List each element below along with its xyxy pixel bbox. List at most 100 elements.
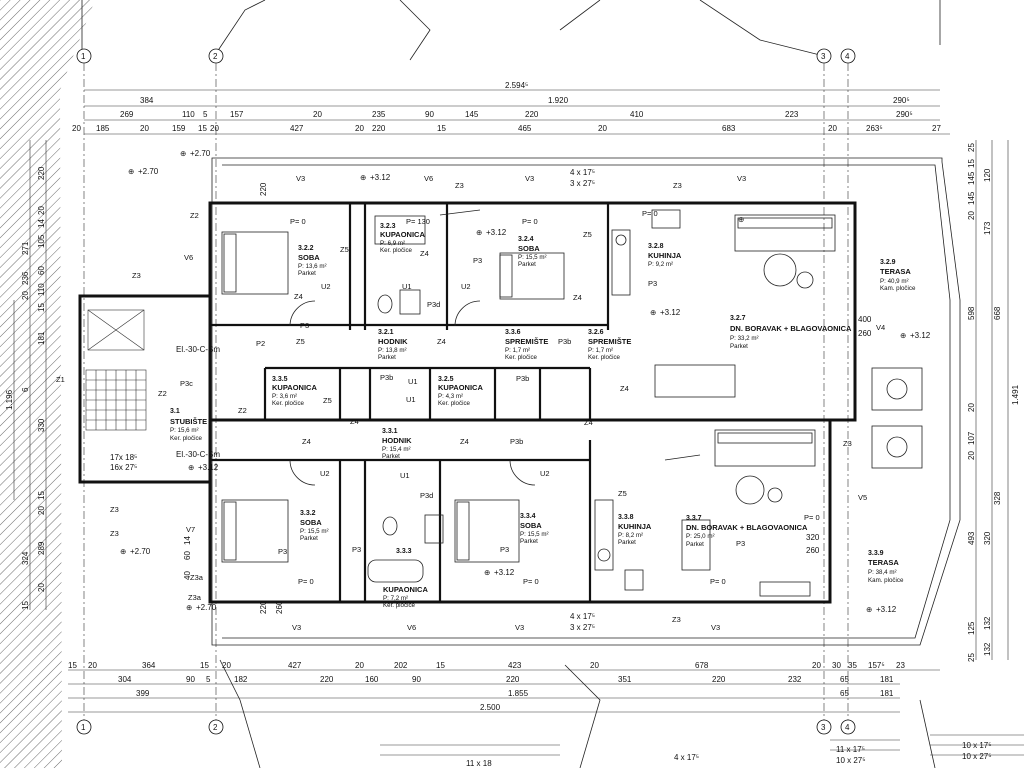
svg-text:220: 220 xyxy=(259,600,268,614)
svg-text:27: 27 xyxy=(932,124,941,133)
terrain-line-top-2 xyxy=(214,0,266,56)
svg-text:30: 30 xyxy=(832,661,841,670)
svg-text:173: 173 xyxy=(983,221,992,235)
svg-text:⊕: ⊕ xyxy=(128,167,134,176)
svg-text:20: 20 xyxy=(37,506,46,515)
svg-text:423: 423 xyxy=(508,661,522,670)
svg-text:181: 181 xyxy=(880,675,894,684)
svg-text:Parket: Parket xyxy=(300,535,318,542)
svg-text:P3: P3 xyxy=(736,539,745,548)
svg-text:125: 125 xyxy=(967,621,976,635)
apartment-bottom-walls xyxy=(208,418,832,604)
svg-text:SPREMIŠTE: SPREMIŠTE xyxy=(588,337,631,346)
svg-text:P3b: P3b xyxy=(516,374,529,383)
room-label: 3.3.1 HODNIK P: 15,4 m² Parket xyxy=(382,428,412,460)
svg-text:+2.70: +2.70 xyxy=(190,149,211,158)
svg-text:Kam. pločice: Kam. pločice xyxy=(868,577,904,584)
svg-text:157: 157 xyxy=(230,110,244,119)
svg-text:3.2.8: 3.2.8 xyxy=(648,243,664,250)
svg-text:20: 20 xyxy=(355,124,364,133)
svg-text:3.2.9: 3.2.9 xyxy=(880,259,896,266)
room-label: 3.3.9 TERASA P: 38,4 m² Kam. pločice xyxy=(868,550,904,584)
svg-text:145: 145 xyxy=(967,171,976,185)
svg-text:P= 0: P= 0 xyxy=(522,217,538,226)
svg-text:TERASA: TERASA xyxy=(868,558,899,567)
svg-text:181: 181 xyxy=(880,689,894,698)
svg-text:683: 683 xyxy=(722,124,736,133)
svg-text:P: 40,9 m²: P: 40,9 m² xyxy=(880,278,909,285)
svg-text:Z5: Z5 xyxy=(296,337,305,346)
room-label: 3.2.8 KUHINJA P: 9,2 m² xyxy=(648,243,682,268)
svg-text:Parket: Parket xyxy=(518,261,536,268)
door-swings xyxy=(289,209,701,486)
svg-text:3.2.2: 3.2.2 xyxy=(298,245,314,252)
dim-bottom-overall: 2.500 xyxy=(480,703,501,712)
svg-text:V7: V7 xyxy=(186,525,195,534)
svg-text:Z2: Z2 xyxy=(238,406,247,415)
svg-text:P: 8,2 m²: P: 8,2 m² xyxy=(618,532,643,539)
interior-walls xyxy=(210,203,610,602)
svg-text:220: 220 xyxy=(712,675,726,684)
svg-text:U2: U2 xyxy=(461,282,471,291)
svg-text:P: 38,4 m²: P: 38,4 m² xyxy=(868,569,897,576)
svg-text:⊕: ⊕ xyxy=(120,547,126,556)
svg-text:182: 182 xyxy=(234,675,248,684)
svg-text:P3c: P3c xyxy=(180,379,193,388)
svg-text:P: 25,0 m²: P: 25,0 m² xyxy=(686,533,715,540)
kitchen-bath-fixtures xyxy=(367,209,923,591)
svg-text:20: 20 xyxy=(37,583,46,592)
svg-text:⊕: ⊕ xyxy=(476,228,482,237)
svg-text:P: 33,2 m²: P: 33,2 m² xyxy=(730,335,759,342)
svg-text:3.2.1: 3.2.1 xyxy=(378,329,394,336)
room-label: 3.3.6 SPREMIŠTE P: 1,7 m² Ker. pločice xyxy=(505,329,548,361)
svg-text:20: 20 xyxy=(590,661,599,670)
room-label: 3.2.5 KUPAONICA P: 4,3 m² Ker. pločice xyxy=(438,376,483,407)
axis-label-top-1: 1 xyxy=(81,52,86,61)
svg-text:668: 668 xyxy=(993,306,1002,320)
svg-text:20: 20 xyxy=(72,124,81,133)
svg-text:U1: U1 xyxy=(402,282,412,291)
svg-text:399: 399 xyxy=(136,689,150,698)
svg-text:107: 107 xyxy=(967,431,976,445)
svg-text:KUPAONICA: KUPAONICA xyxy=(438,383,483,392)
svg-text:90: 90 xyxy=(412,675,421,684)
svg-text:P: 9,2 m²: P: 9,2 m² xyxy=(648,261,673,268)
svg-text:V3: V3 xyxy=(292,623,301,632)
svg-text:P3b: P3b xyxy=(558,337,571,346)
svg-text:105: 105 xyxy=(37,234,46,248)
svg-text:V4: V4 xyxy=(876,323,885,332)
terrain-line-top-4 xyxy=(559,0,601,31)
svg-text:KUPAONICA: KUPAONICA xyxy=(272,383,317,392)
dim-top-r2-2: 290⁵ xyxy=(893,96,910,105)
svg-text:3.3.2: 3.3.2 xyxy=(300,510,316,517)
svg-text:20: 20 xyxy=(140,124,149,133)
svg-text:20: 20 xyxy=(222,661,231,670)
svg-text:U2: U2 xyxy=(320,469,330,478)
terrain-line-bottom-3 xyxy=(919,699,936,768)
svg-text:P: 6,9 m²: P: 6,9 m² xyxy=(380,240,405,247)
svg-text:10 x 27⁵: 10 x 27⁵ xyxy=(962,752,992,761)
svg-text:17x 18⁵: 17x 18⁵ xyxy=(110,453,137,462)
svg-text:15: 15 xyxy=(967,159,976,168)
svg-text:Z4: Z4 xyxy=(302,437,311,446)
svg-text:3.3.9: 3.3.9 xyxy=(868,550,884,557)
svg-text:Z3: Z3 xyxy=(132,271,141,280)
svg-text:351: 351 xyxy=(618,675,632,684)
svg-text:P= 0: P= 0 xyxy=(710,577,726,586)
room-label: 3.2.2 SOBA P: 13,6 m² Parket xyxy=(298,245,327,277)
svg-text:159: 159 xyxy=(172,124,186,133)
svg-text:185: 185 xyxy=(96,124,110,133)
svg-text:11 x 17⁵: 11 x 17⁵ xyxy=(836,745,865,754)
svg-text:260: 260 xyxy=(275,600,284,614)
svg-text:Z3: Z3 xyxy=(672,615,681,624)
axis-label-bottom-1: 1 xyxy=(81,723,86,732)
svg-text:P: 13,8 m²: P: 13,8 m² xyxy=(378,347,407,354)
svg-text:20: 20 xyxy=(967,403,976,412)
svg-text:Z2: Z2 xyxy=(190,211,199,220)
axis-label-top-4: 4 xyxy=(845,52,850,61)
svg-text:289: 289 xyxy=(37,541,46,555)
svg-text:3.2.4: 3.2.4 xyxy=(518,236,534,243)
svg-text:P: 15,5 m²: P: 15,5 m² xyxy=(520,531,549,538)
svg-text:P3: P3 xyxy=(352,545,361,554)
svg-text:V6: V6 xyxy=(184,253,193,262)
